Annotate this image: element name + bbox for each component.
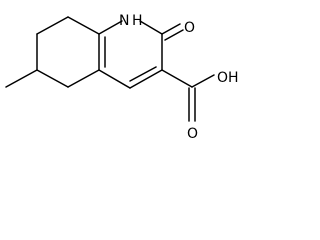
bond-c4-c4a xyxy=(98,69,131,89)
cyclohexane-ring xyxy=(36,16,100,88)
carbonyl-oxygen-label: O xyxy=(184,20,195,36)
bond-c6-c5 xyxy=(36,69,69,88)
acid-oxygen-label: O xyxy=(187,126,198,142)
bond-c3-c4 xyxy=(129,69,163,89)
nitrogen-hydrogen-label: H xyxy=(132,13,143,29)
nitrogen-label: N xyxy=(119,13,129,29)
chemical-structure: N H O OH O xyxy=(5,13,239,142)
bond-c5-c4a xyxy=(67,69,100,88)
bond-methyl xyxy=(5,69,38,88)
bond-cooh-oh xyxy=(191,74,215,88)
hydroxyl-label: OH xyxy=(217,70,239,86)
bond-n1-c2 xyxy=(139,20,163,35)
bond-c2-o-b xyxy=(164,29,184,41)
bond-c8-c7 xyxy=(36,16,69,35)
bond-c3-c4-inner xyxy=(129,66,157,82)
pyridone-ring xyxy=(98,20,163,89)
bond-c8a-c8 xyxy=(67,16,100,35)
bond-c8a-n1 xyxy=(98,20,123,35)
bond-c3-cooh xyxy=(161,69,193,88)
bond-c2-o-a xyxy=(161,23,181,35)
